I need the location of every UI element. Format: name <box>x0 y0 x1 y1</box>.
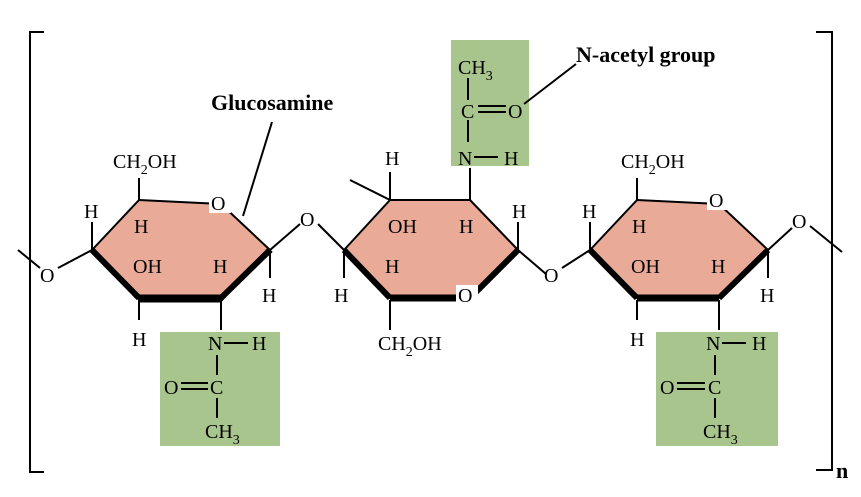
left-carbonyl-o: O <box>164 377 178 399</box>
ring-3-h-c4-top: H <box>582 201 596 223</box>
ring-2-ch2oh: CH2OH <box>378 333 442 360</box>
sugar-ring-1: O CH2OH H H OH H H H <box>84 151 276 351</box>
right-c-atom: C <box>708 377 721 399</box>
left-bracket <box>29 31 44 473</box>
n-acetyl-group-left: N H C O CH3 <box>164 333 266 448</box>
right-carbonyl-o: O <box>660 377 674 399</box>
ring-2-h-c4: H <box>334 285 348 307</box>
glucosamine-label: Glucosamine <box>211 90 333 115</box>
ring-3-oh-c3: OH <box>631 256 660 278</box>
glucosamine-pointer <box>242 121 273 217</box>
left-c-atom: C <box>210 377 223 399</box>
n-acetyl-box-top <box>451 40 529 166</box>
repeat-n-label: n <box>836 458 848 483</box>
glycosidic-oxygen-1: O <box>300 209 314 231</box>
ring-1-h-c1: H <box>262 285 276 307</box>
ring-2-h-top: H <box>385 148 399 170</box>
n-acetyl-group-right: N H C O CH3 <box>660 333 766 448</box>
top-n-h: H <box>504 148 518 170</box>
ring-1-ch2oh: CH2OH <box>113 151 177 178</box>
ring-1-h-c3-bottom: H <box>132 329 146 351</box>
n-acetyl-box-left <box>160 332 280 446</box>
ring-3-oxygen: O <box>709 190 723 212</box>
ring-3-ch2oh: CH2OH <box>621 151 685 178</box>
right-n-atom: N <box>706 333 720 355</box>
ring-1-h-c4-top: H <box>84 201 98 223</box>
right-ch3: CH3 <box>703 421 738 448</box>
left-n-atom: N <box>208 333 222 355</box>
ring-1-h-c5: H <box>134 216 148 238</box>
ring-1-oxygen: O <box>211 193 225 215</box>
ring-2-h-c1: H <box>512 201 526 223</box>
right-end-bond <box>809 225 843 253</box>
n-acetyl-group-label: N-acetyl group <box>576 42 716 67</box>
top-carbonyl-o: O <box>508 101 522 123</box>
ring-3-h-c1: H <box>760 285 774 307</box>
sugar-ring-3: O CH2OH H H OH H H H <box>582 151 774 351</box>
left-terminal-oxygen: O <box>40 265 54 287</box>
ring-1-oh-c3: OH <box>133 256 162 278</box>
ring-2-oh: OH <box>388 216 417 238</box>
glycosidic-oxygen-2: O <box>544 265 558 287</box>
right-n-h: H <box>752 333 766 355</box>
left-ch3: CH3 <box>205 421 240 448</box>
ring-2-h-c2: H <box>459 216 473 238</box>
ring-1-h-c2: H <box>213 256 227 278</box>
ring-2-h-c5: H <box>385 256 399 278</box>
n-acetyl-box-right <box>656 332 778 446</box>
n-acetyl-pointer <box>523 63 577 105</box>
ring-2-oxygen: O <box>458 285 472 307</box>
n-acetyl-group-top: N H C O CH3 <box>458 57 522 170</box>
top-ch3: CH3 <box>458 57 493 84</box>
top-n-atom: N <box>458 148 472 170</box>
ring-3-h-c5: H <box>632 216 646 238</box>
right-terminal-oxygen: O <box>792 211 806 233</box>
left-n-h: H <box>252 333 266 355</box>
top-c-atom: C <box>461 101 474 123</box>
ring-3-h-c2: H <box>711 256 725 278</box>
left-end-bond <box>17 249 41 269</box>
sugar-ring-2: O H OH H H H H CH2OH <box>334 148 526 360</box>
right-bracket <box>816 31 833 471</box>
ring-3-h-c3-bottom: H <box>630 329 644 351</box>
